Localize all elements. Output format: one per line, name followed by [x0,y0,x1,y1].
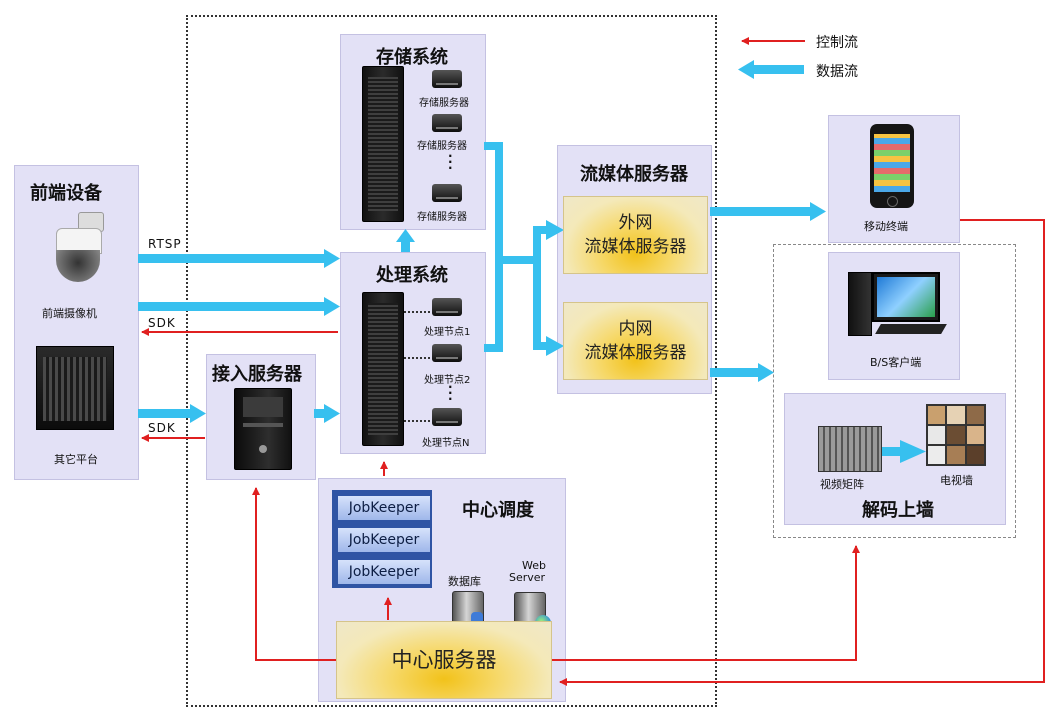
camera-label: 前端摄像机 [42,307,97,320]
legend-control-label: 控制流 [816,35,858,51]
storage-server-label-1: 存储服务器 [419,98,469,109]
jobkeeper-item-1: JobKeeper [336,494,432,522]
keyboard-icon [875,324,947,334]
storage-server-icon-1 [432,70,462,88]
center-to-decode-control [550,545,860,661]
camera-icon [50,212,106,288]
proc-node-label-2: 处理节点2 [424,375,471,386]
monitor-icon [872,272,940,322]
to-streaming-data [484,142,564,356]
proc-node-icon-3 [432,408,462,426]
center-server-box: 中心服务器 [336,621,552,699]
web-server-label-1: Web [522,559,546,572]
proc-node-label-1: 处理节点1 [424,327,471,338]
mobile-phone-icon [870,124,914,208]
rtsp-label: RTSP [148,237,182,251]
sdk-label-2: SDK [148,421,176,435]
database-label: 数据库 [448,575,481,588]
storage-rack-icon [362,66,404,222]
legend-data-label: 数据流 [816,64,858,80]
processing-title: 处理系统 [376,265,448,286]
web-server-label-2: Server [509,571,546,584]
proc-connector [404,420,430,422]
tv-wall-icon [926,404,986,466]
mobile-to-center-control [559,219,1045,686]
access-title: 接入服务器 [212,364,302,385]
client-boundary [773,244,1016,538]
other-platform-label: 其它平台 [54,453,98,466]
system-boundary [186,15,717,707]
storage-server-icon-3 [432,184,462,202]
center-to-access-control [252,487,336,661]
proc-node-label-3: 处理节点N [422,438,470,449]
proc-storage-arrow [396,229,415,252]
center-server-label: 中心服务器 [391,648,497,672]
streaming-title: 流媒体服务器 [580,164,688,185]
other-data-arrow [138,404,206,423]
access-server-icon [234,388,292,470]
front-title: 前端设备 [30,183,102,204]
center-title: 中心调度 [462,500,534,521]
storage-title: 存储系统 [376,47,448,68]
pc-tower-icon [848,272,872,336]
legend-data-arrow [738,60,804,79]
jobkeeper-item-3: JobKeeper [336,558,432,586]
sdk-label-1: SDK [148,316,176,330]
mobile-label: 移动终端 [864,220,908,233]
external-stream-line1: 外网 [618,213,653,233]
external-stream-server-box: 外网 流媒体服务器 [563,196,708,274]
proc-connector [404,357,430,359]
proc-node-icon-2 [432,344,462,362]
tv-wall-label: 电视墙 [940,474,973,487]
internal-stream-line1: 内网 [618,319,653,339]
rtsp-data-arrow [138,249,340,268]
external-stream-line2: 流媒体服务器 [584,237,687,257]
video-matrix-label: 视频矩阵 [820,478,864,491]
proc-ellipsis-icon: ··· [448,380,453,406]
video-matrix-icon [818,426,882,472]
matrix-tv-arrow [880,440,926,463]
internal-stream-line2: 流媒体服务器 [584,343,687,363]
camera-data-arrow [138,297,340,316]
storage-ellipsis-icon: ··· [448,149,453,175]
storage-server-icon-2 [432,114,462,132]
storage-server-label-2: 存储服务器 [417,141,467,152]
proc-node-icon-1 [432,298,462,316]
platform-icon [36,346,114,430]
internal-stream-server-box: 内网 流媒体服务器 [563,302,708,380]
int-to-client-arrow [710,363,774,382]
bs-client-label: B/S客户端 [870,356,922,369]
proc-connector [404,311,430,313]
jobkeeper-item-2: JobKeeper [336,526,432,554]
access-data-arrow [314,404,340,423]
storage-server-label-3: 存储服务器 [417,212,467,223]
ext-to-mobile-arrow [710,202,826,221]
decode-title: 解码上墙 [862,500,934,521]
processing-rack-icon [362,292,404,446]
